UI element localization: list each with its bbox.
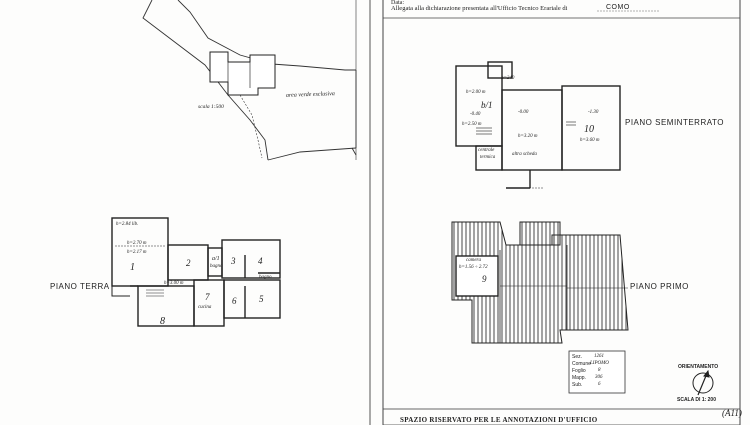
basement-plan	[455, 61, 621, 189]
first-floor-title: PIANO PRIMO	[630, 282, 689, 291]
header-declaration: Allegata alla dichiarazione presentata a…	[391, 5, 568, 12]
page-number: (A11)	[722, 408, 742, 418]
bs-v130: -1.30	[588, 110, 599, 115]
bs-v000: -0.00	[518, 110, 529, 115]
site-plan-drawing	[142, 0, 357, 161]
stamp-value-2: 8	[598, 368, 601, 373]
bs-centrale: centrale	[478, 148, 495, 153]
gf-h3: h=2.17 m	[127, 250, 147, 255]
bs-h250: h=2.50 m	[462, 122, 482, 127]
header-office: COMO	[606, 4, 630, 11]
bs-v040: -0.40	[470, 112, 481, 117]
stamp-value-4: 6	[598, 382, 601, 387]
gf-room-8: 8	[160, 316, 165, 327]
bs-altra: altra scheda	[512, 152, 537, 157]
north-arrow-icon	[692, 369, 714, 396]
bs-h200: h=2.00 m	[466, 90, 486, 95]
gf-bagno-b: bagno	[259, 275, 272, 280]
stamp-key-1: Comune	[572, 361, 591, 367]
stamp-key-2: Foglio	[572, 368, 586, 374]
basement-title: PIANO SEMINTERRATO	[625, 118, 724, 127]
gf-bagno-a: bagno	[210, 264, 223, 269]
stamp-key-3: Mapp.	[572, 375, 586, 381]
footer-reserved-label: SPAZIO RISERVATO PER LE ANNOTAZIONI D'UF…	[400, 416, 598, 424]
orientation-label: ORIENTAMENTO	[678, 364, 719, 370]
gf-room-4: 4	[258, 256, 263, 266]
ground-floor-plan	[111, 217, 281, 327]
gf-room-6: 6	[232, 296, 237, 306]
ff-room-name: camera	[466, 258, 481, 263]
stamp-value-1: LIPOMO	[590, 361, 609, 366]
gf-room-1: 1	[130, 262, 135, 273]
stamp-key-4: Sub.	[572, 382, 583, 388]
gf-room-3: 3	[231, 256, 236, 266]
ground-floor-title: PIANO TERRA	[50, 282, 110, 291]
ff-room-h: h=1.56 ÷ 2.72	[459, 265, 488, 270]
orientation-scale: SCALA DI 1: 200	[677, 397, 716, 403]
first-floor-plan	[451, 221, 629, 344]
stamp-key-0: Sez.	[572, 354, 583, 360]
ff-room-9: 9	[482, 274, 487, 284]
bs-h240: h=240	[501, 76, 515, 81]
site-scale-label: scala 1:500	[198, 104, 224, 110]
gf-room-7: 7	[205, 292, 210, 302]
stamp-value-3: 306	[595, 375, 603, 380]
gf-h2: h=2.70 m	[127, 241, 147, 246]
gf-room-2: 2	[186, 258, 191, 268]
bs-termica: termica	[480, 155, 496, 160]
stamp-box	[568, 350, 626, 394]
bs-h360: h=3.60 m	[580, 138, 600, 143]
gf-room-a1: a/1	[212, 256, 220, 262]
gf-room-5: 5	[259, 294, 264, 304]
bs-room-b1: b/1	[481, 100, 493, 110]
header-prefix: Data:	[391, 0, 404, 6]
footer-box	[382, 408, 741, 425]
gf-h1: h=2.84 lib.	[116, 222, 139, 227]
gf-h-main: h=3.00 m	[164, 281, 184, 286]
stamp-value-0: 1261	[594, 354, 604, 359]
bs-h320: h=3.20 m	[518, 134, 538, 139]
gf-room-7-name: cucina	[198, 305, 212, 310]
bs-room-10: 10	[584, 124, 594, 135]
